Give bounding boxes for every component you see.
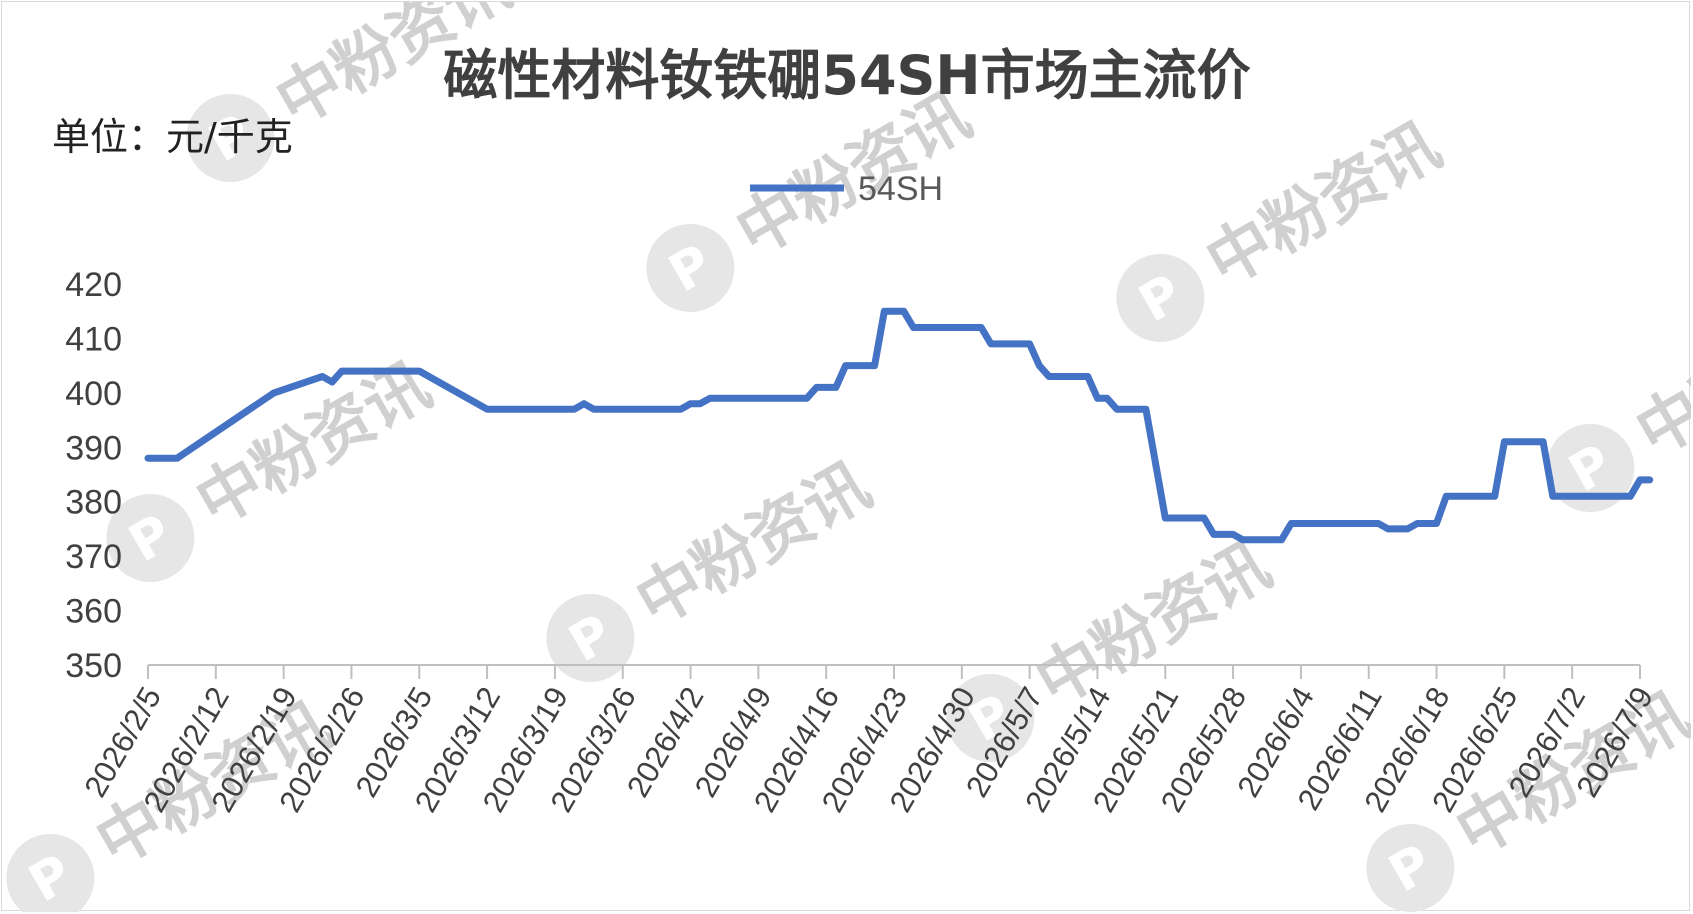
watermark-text: 中粉资讯 [724,79,983,271]
y-tick-label: 380 [65,484,122,522]
y-tick-label: 420 [65,266,122,304]
y-tick-label: 410 [65,320,122,358]
y-axis: 420 410 400 390 380 370 360 350 [65,266,122,685]
legend: 54SH [750,170,943,208]
y-tick-label: 390 [65,429,122,467]
series-line-54SH [144,307,1654,544]
watermark-text: 中粉资讯 [1624,279,1691,471]
y-tick-label: 400 [65,375,122,413]
x-axis: 2026/2/52026/2/122026/2/192026/2/262026/… [77,664,1660,818]
y-tick-label: 370 [65,538,122,576]
legend-label-54SH: 54SH [858,170,943,208]
y-tick-label: 350 [65,647,122,685]
unit-label: 单位：元/千克 [52,115,293,159]
chart-title: 磁性材料钕铁硼54SH市场主流价 [443,44,1250,107]
watermark-text: 中粉资讯 [1194,109,1453,301]
y-tick-label: 360 [65,593,122,631]
plot-area [144,307,1654,544]
watermark-text: 中粉资讯 [624,449,883,641]
